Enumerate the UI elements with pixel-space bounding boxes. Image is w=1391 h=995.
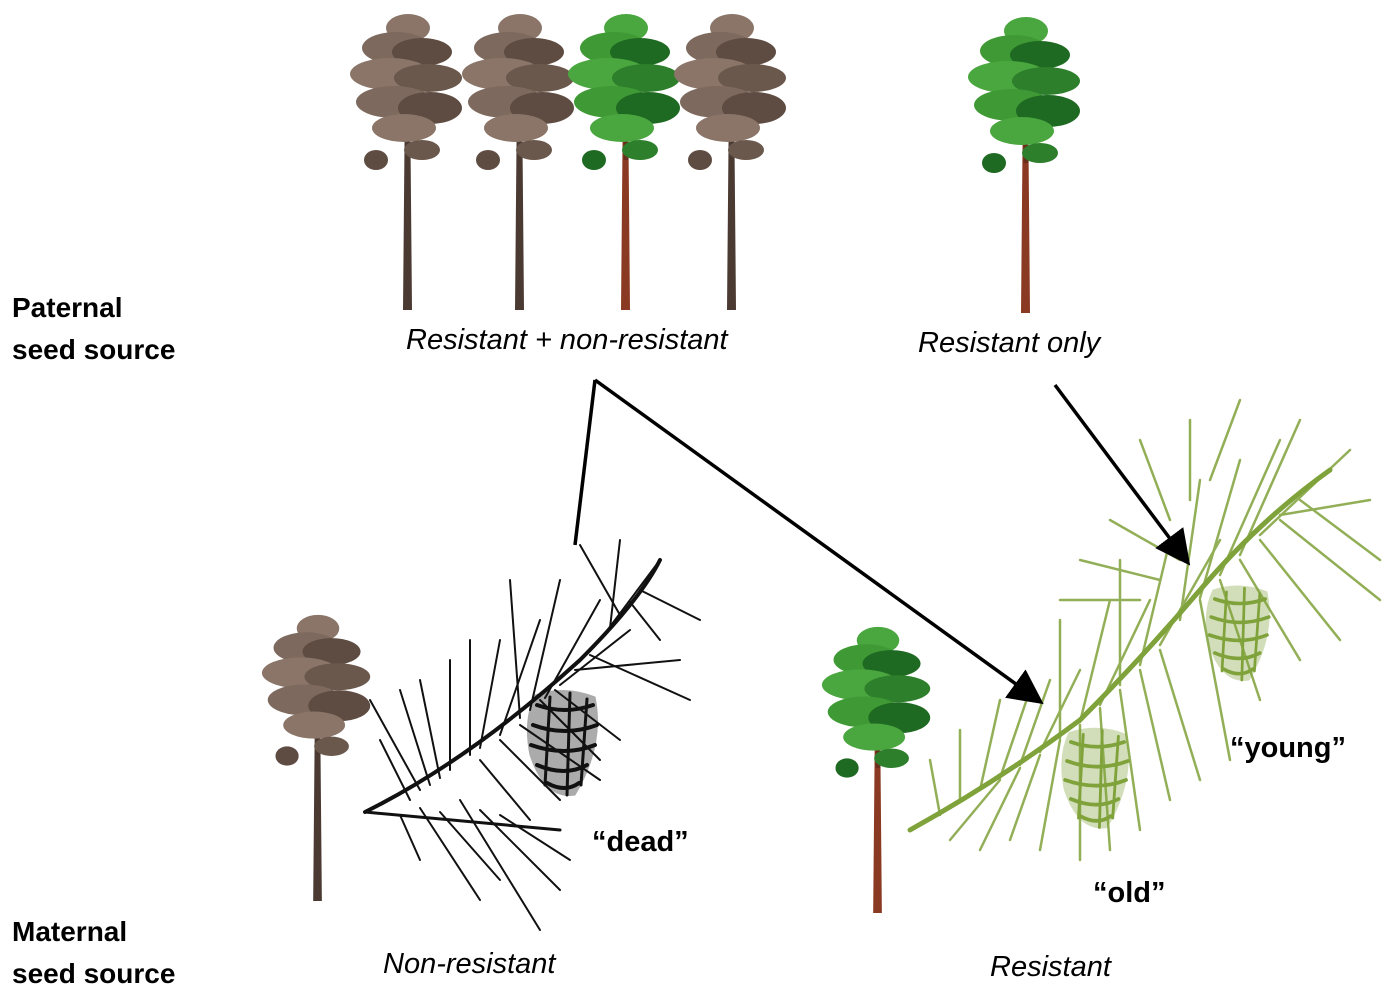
paternal-label-line1: Paternal (12, 287, 175, 329)
dead-branch-icon (365, 540, 700, 930)
arrow-to-dead-branch-icon (575, 380, 595, 545)
old-cone-icon (1062, 728, 1129, 828)
caption-non-resistant: Non-resistant (383, 948, 555, 981)
non-resistant-tree-icon (462, 14, 574, 310)
resistant-tree-icon (568, 14, 680, 310)
young-cone-icon (1206, 586, 1269, 681)
old-cone-label: “old” (1093, 877, 1166, 910)
arrow-to-old-cone-icon (595, 380, 1038, 700)
caption-resistant: Resistant (990, 951, 1111, 984)
arrow-to-young-cone-icon (1055, 385, 1186, 560)
caption-resistant-non-resistant: Resistant + non-resistant (406, 324, 728, 357)
young-cone-label: “young” (1230, 732, 1346, 765)
maternal-non-resistant-tree-icon (262, 615, 370, 901)
paternal-seed-source-label: Paternal seed source (12, 287, 175, 371)
paternal-label-line2: seed source (12, 329, 175, 371)
dead-cone-icon (527, 690, 597, 795)
maternal-resistant-tree-icon (822, 627, 930, 913)
paternal-mixed-tree-group (350, 14, 786, 310)
resistant-only-tree-icon (968, 17, 1080, 313)
maternal-label-line2: seed source (12, 953, 175, 995)
maternal-label-line1: Maternal (12, 911, 175, 953)
non-resistant-tree-icon (350, 14, 462, 310)
non-resistant-tree-icon (674, 14, 786, 310)
maternal-seed-source-label: Maternal seed source (12, 911, 175, 995)
caption-resistant-only: Resistant only (918, 327, 1100, 360)
resistant-branch-icon (910, 400, 1380, 860)
dead-cone-label: “dead” (592, 826, 689, 859)
